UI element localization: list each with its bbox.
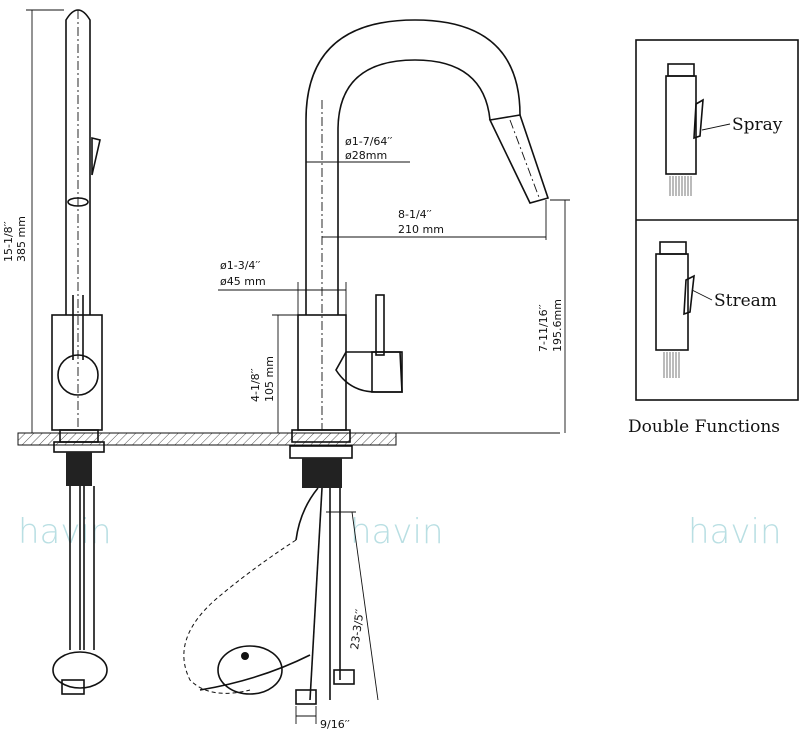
total-height-mm: 385 mm xyxy=(15,216,28,262)
spout-dia-mm: ø28mm xyxy=(345,149,387,162)
watermark-left: havin xyxy=(18,512,112,552)
spout-dia-inch: ø1-7/64′′ xyxy=(345,135,393,148)
spout-height-inch: 7-11/16′′ xyxy=(537,304,550,352)
double-functions-panel: Spray Stream Double Functions xyxy=(628,39,799,437)
double-functions-caption: Double Functions xyxy=(628,417,780,437)
total-height-inch: 15-1/8′′ xyxy=(2,221,15,262)
body-height-mm: 105 mm xyxy=(263,356,276,402)
stream-label: Stream xyxy=(714,291,777,311)
spray-head-icon xyxy=(665,63,731,196)
hose-length-inch: 23-3/5′′ xyxy=(348,608,367,651)
watermarks: havin havin havin xyxy=(18,512,782,552)
faucet-front-view: ø1-7/64′′ ø28mm 8-1/4′′ 210 mm ø1-3/4′′ … xyxy=(183,19,570,731)
base-dia-mm: ø45 mm xyxy=(220,275,266,288)
faucet-side-view: 15-1/8′′ 385 mm xyxy=(2,9,108,695)
countertop xyxy=(17,432,560,446)
reach-inch: 8-1/4′′ xyxy=(398,208,432,221)
reach-mm: 210 mm xyxy=(398,223,444,236)
watermark-right: havin xyxy=(688,512,782,552)
watermark-center: havin xyxy=(350,512,444,552)
spout-height-mm: 195.6mm xyxy=(551,299,564,352)
body-height-inch: 4-1/8′′ xyxy=(249,368,262,402)
connector-inch: 9/16′′ xyxy=(320,718,350,731)
spray-label: Spray xyxy=(732,115,783,135)
base-dia-inch: ø1-3/4′′ xyxy=(220,259,261,272)
stream-head-icon xyxy=(655,241,713,378)
